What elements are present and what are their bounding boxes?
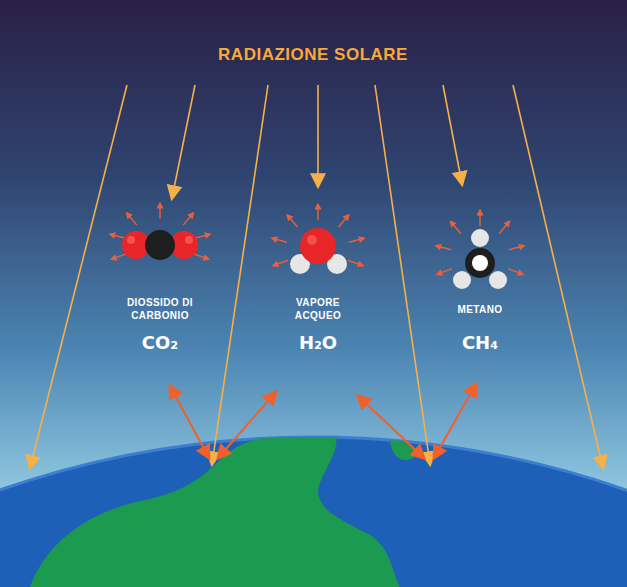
emission-arrow [127, 213, 137, 225]
emission-arrow [317, 204, 318, 220]
emission-arrow [509, 246, 524, 250]
emission-arrow [450, 221, 460, 233]
carbon-atom [465, 248, 495, 278]
emission-arrow [273, 260, 288, 265]
solar-rays [30, 85, 603, 468]
chemical-formula: CO₂ [142, 332, 178, 353]
ch4-molecule [453, 229, 507, 289]
emission-arrow [499, 221, 509, 233]
solar-ray [375, 85, 430, 464]
emission-arrow [195, 234, 210, 238]
land [390, 430, 420, 460]
carbon-atom [145, 230, 175, 260]
molecule-name: METANO [445, 303, 515, 316]
h2o-molecule [290, 228, 347, 274]
solar-ray [172, 85, 195, 198]
emission-arrow [508, 269, 523, 274]
emission-arrow [348, 260, 363, 265]
hydrogen-atom [471, 229, 489, 247]
emission-arrow [349, 238, 364, 242]
solar-ray [212, 85, 268, 464]
emission-arrow [272, 238, 287, 242]
co2-molecule [122, 230, 198, 260]
reflection-arrows [170, 384, 476, 458]
emission-arrow [287, 215, 297, 227]
reflection-arrow [218, 392, 276, 458]
emission-arrow [183, 213, 193, 225]
reflection-arrow [358, 396, 424, 458]
hydrogen-atom [489, 271, 507, 289]
emission-arrow [437, 269, 452, 274]
emission-arrow [159, 203, 160, 219]
molecule-name: DIOSSIDO DI CARBONIO [120, 296, 200, 322]
hydrogen-atom [453, 271, 471, 289]
reflection-arrow [170, 386, 209, 458]
solar-ray [513, 85, 603, 468]
emission-arrow [339, 215, 349, 227]
emission-arrows [110, 203, 525, 274]
oxygen-atom [300, 228, 336, 264]
emission-arrow [479, 210, 480, 226]
emission-arrow [194, 254, 209, 259]
solar-ray [443, 85, 462, 184]
emission-arrow [111, 254, 126, 259]
chemical-formula: CH₄ [462, 332, 498, 353]
earth [0, 430, 627, 587]
molecule-name: VAPORE ACQUEO [281, 296, 355, 322]
emission-arrow [110, 234, 125, 238]
solar-ray [317, 85, 319, 186]
emission-arrow [436, 246, 451, 250]
title: RADIAZIONE SOLARE [218, 45, 408, 65]
carbon-atom-core [472, 255, 488, 271]
chemical-formula: H₂O [299, 332, 337, 353]
solar-ray [30, 85, 127, 468]
reflection-arrow [434, 384, 476, 458]
land [30, 430, 400, 587]
